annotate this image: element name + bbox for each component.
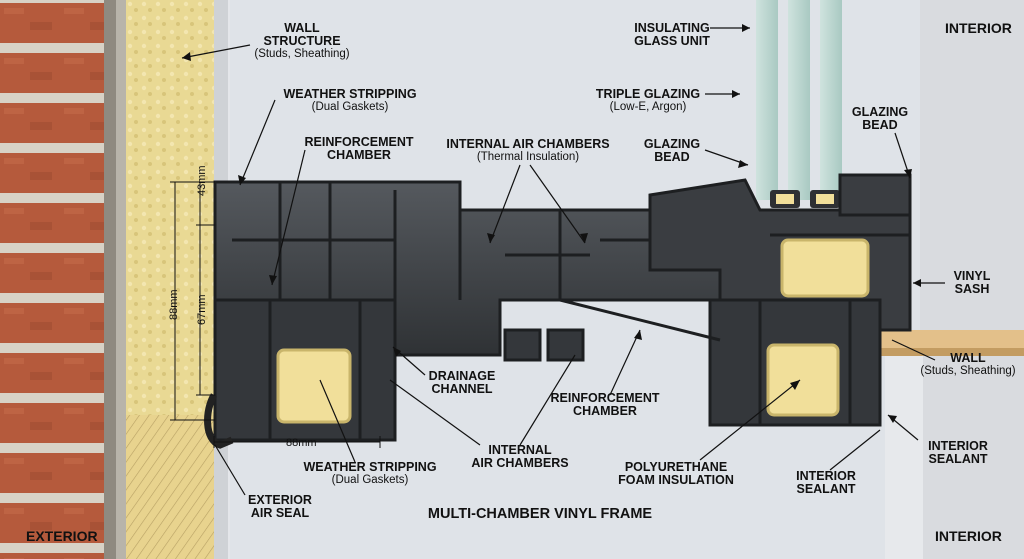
label-weather-stripping-top: WEATHER STRIPPING (Dual Gaskets) — [283, 87, 417, 114]
label-weather-stripping-bottom: WEATHER STRIPPING (Dual Gaskets) — [303, 460, 437, 487]
label-polyurethane-foam-insulation: POLYURETHANE FOAM INSULATION — [618, 460, 734, 487]
dimension-67mm: 67mm — [196, 294, 208, 325]
label-internal-air-chambers-top: INTERNAL AIR CHAMBERS (Thermal Insulatio… — [446, 137, 610, 164]
dimension-88mm-horizontal: 88mm — [286, 437, 317, 449]
dimension-43mm: 43mm — [196, 165, 208, 196]
interior-bottom-label: INTERIOR — [935, 528, 1002, 544]
label-glazing-bead-right: GLAZING BEAD — [851, 105, 909, 132]
label-internal-air-chambers-bottom: INTERNAL AIR CHAMBERS — [471, 443, 569, 470]
label-wall-right: WALL (Studs, Sheathing) — [920, 351, 1016, 378]
diagram-title: MULTI-CHAMBER VINYL FRAME — [427, 506, 653, 522]
label-triple-glazing: TRIPLE GLAZING (Low-E, Argon) — [595, 87, 701, 114]
label-vinyl-sash: VINYL SASH — [953, 269, 991, 296]
label-reinforcement-chamber-bottom: REINFORCEMENT CHAMBER — [550, 391, 660, 418]
exterior-label: EXTERIOR — [26, 528, 98, 544]
label-glazing-bead-left: GLAZING BEAD — [643, 137, 701, 164]
label-interior-sealant-bottom: INTERIOR SEALANT — [796, 469, 856, 496]
label-wall-structure: WALL STRUCTURE (Studs, Sheathing) — [254, 21, 350, 61]
label-exterior-air-seal: EXTERIOR AIR SEAL — [248, 493, 312, 520]
dimension-88mm-vertical: 88mm — [168, 289, 180, 320]
label-reinforcement-chamber-top: REINFORCEMENT CHAMBER — [304, 135, 414, 162]
label-drainage-channel: DRAINAGE CHANNEL — [428, 369, 496, 396]
label-interior-sealant-right: INTERIOR SEALANT — [928, 439, 988, 466]
label-insulating-glass-unit: INSULATING GLASS UNIT — [634, 21, 710, 48]
interior-top-label: INTERIOR — [945, 20, 1012, 36]
